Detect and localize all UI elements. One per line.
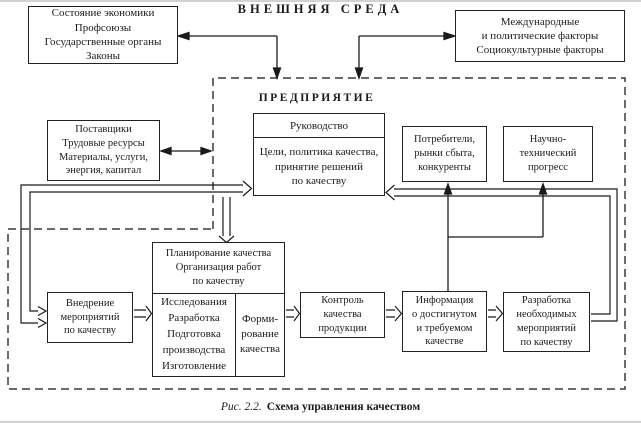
left-feedback-loop	[20, 180, 253, 329]
enterprise-label: ПРЕДПРИЯТИЕ	[258, 92, 376, 104]
research-production-cell: Исследования Разработка Подготовка произ…	[153, 293, 236, 376]
figure-title: Схема управления качеством	[266, 401, 421, 413]
box-management: Руководство Цели, политика качества, при…	[253, 113, 385, 196]
external-links-arrows	[175, 31, 458, 80]
open-arrow-into-management-left	[242, 180, 253, 197]
figure-caption: Рис. 2.2. Схема управления качеством	[0, 401, 641, 413]
arrow-down-into-enterprise-left	[272, 67, 282, 80]
quality-formation-cell: Форми- рование качества	[240, 312, 280, 356]
box-scientific-progress: Научно- технический прогресс	[503, 126, 593, 182]
box-quality-control: Контроль качества продукции	[300, 292, 385, 338]
info-to-market-arrows	[443, 182, 548, 291]
box-implementation: Внедрение мероприятий по качеству	[47, 292, 133, 343]
arrow-down-into-enterprise-right	[354, 67, 364, 80]
open-arrow-into-implementation-upper	[37, 305, 48, 317]
box-planning-production: Планирование качества Организация работ …	[152, 242, 285, 377]
enterprise-dashed-boundary	[7, 77, 626, 390]
box-external-factors-right: Международные и политические факторы Соц…	[455, 10, 625, 62]
arrow-left-into-economy-box	[175, 31, 190, 41]
planning-section: Планирование качества Организация работ …	[153, 243, 284, 294]
figure-number: Рис. 2.2.	[220, 401, 262, 413]
external-environment-title: ВНЕШНЯЯ СРЕДА	[237, 2, 404, 16]
box-quality-information: Информация о достигнутом и требуемом кач…	[402, 291, 487, 352]
box-measures-development: Разработка необходимых мероприятий по ка…	[503, 292, 590, 352]
open-arrow-into-implementation-lower	[37, 317, 48, 329]
flow-management-to-planning	[222, 197, 231, 236]
right-feedback-loop	[385, 184, 618, 322]
management-body: Цели, политика качества, принятие решени…	[259, 146, 379, 187]
arrow-right-into-intl-box	[443, 31, 458, 41]
flow-implementation-to-planning	[134, 309, 146, 318]
production-section: Исследования Разработка Подготовка произ…	[153, 293, 284, 376]
main-flow-arrows	[134, 197, 504, 322]
box-consumers: Потребители, рынки сбыта, конкуренты	[402, 126, 487, 182]
flow-info-to-development	[488, 309, 496, 318]
box-external-factors-left: Состояние экономики Профсоюзы Государств…	[28, 6, 178, 64]
open-arrow-into-management-right	[385, 184, 395, 201]
box-suppliers: Поставщики Трудовые ресурсы Материалы, у…	[47, 120, 160, 181]
flow-planning-to-control	[286, 309, 294, 318]
flow-control-to-info	[386, 309, 395, 318]
management-header: Руководство	[254, 114, 384, 139]
suppliers-enterprise-double-arrow	[159, 146, 213, 156]
